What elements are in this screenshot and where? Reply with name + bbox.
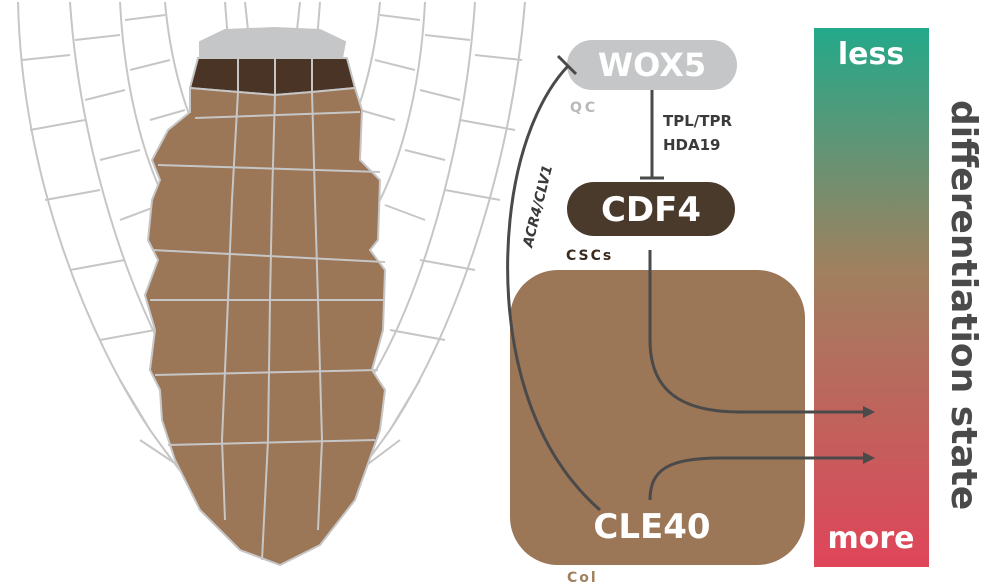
receptor-label: ACR4/CLV1 bbox=[520, 163, 556, 250]
wox5-label: WOX5 bbox=[598, 46, 706, 84]
qc-cells bbox=[200, 28, 345, 58]
root-lateral-layer-1b bbox=[370, 2, 475, 380]
col-label: Col bbox=[567, 570, 598, 586]
qc-label: QC bbox=[570, 100, 598, 116]
differentiation-axis-title: differentiation state bbox=[943, 100, 984, 510]
cdf4-label: CDF4 bbox=[601, 190, 701, 230]
corepressor-label-1: TPL/TPR bbox=[663, 112, 732, 130]
cle40-label: CLE40 bbox=[593, 507, 710, 547]
gradient-top-label: less bbox=[838, 37, 904, 72]
corepressor-label-2: HDA19 bbox=[663, 136, 721, 154]
cscs-label: CSCs bbox=[566, 248, 613, 264]
gradient-bottom-label: more bbox=[827, 521, 914, 556]
differentiation-gradient-bar bbox=[814, 28, 929, 567]
